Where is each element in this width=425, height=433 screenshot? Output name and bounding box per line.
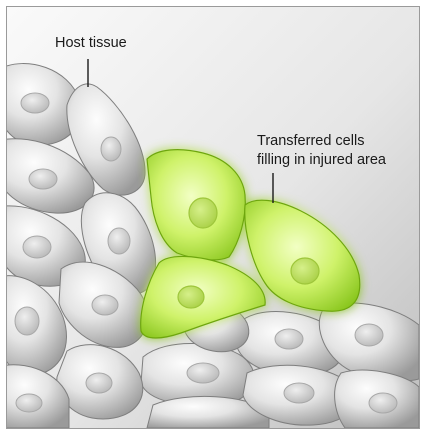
transferred-cells-label-line1: Transferred cells [257,133,364,149]
host-tissue-label: Host tissue [55,35,127,51]
host-cell [335,370,419,428]
diagram-frame: Host tissue Transferred cells filling in… [6,6,420,429]
cell-diagram: Host tissue Transferred cells filling in… [7,7,419,428]
transferred-cells-label-line2: filling in injured area [257,152,387,168]
